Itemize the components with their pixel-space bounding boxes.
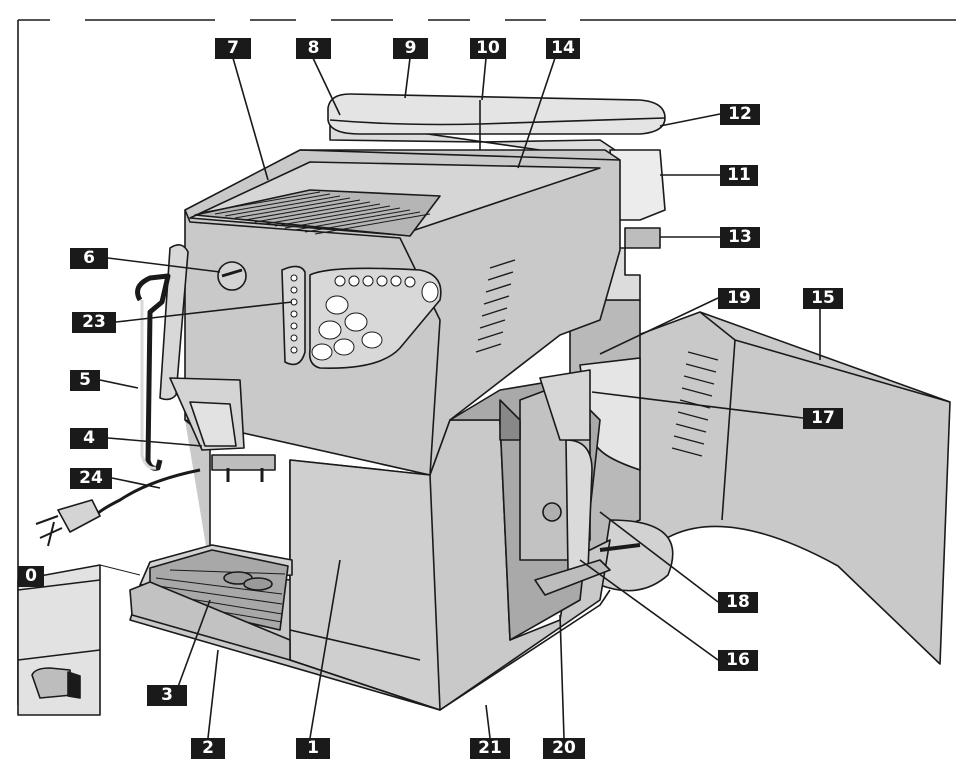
- coffee-spout: [211, 454, 276, 471]
- switch-inset-seam: [17, 649, 101, 661]
- spout-slider: [189, 401, 237, 447]
- tank-base: [599, 519, 674, 592]
- steam-knob: [217, 261, 247, 291]
- coffee-chute: [539, 369, 591, 441]
- plug-pins: [35, 515, 63, 547]
- callout-label-6: 6: [70, 248, 108, 269]
- callout-label-11: 11: [720, 165, 758, 186]
- spout-nozzles: [226, 468, 264, 482]
- led-indicators: [290, 274, 298, 354]
- callout-label-7: 7: [215, 38, 251, 59]
- steam-knob-indicator: [221, 268, 243, 278]
- callout-label-0: 0: [18, 566, 44, 587]
- housing-front-edge: [184, 209, 441, 476]
- cup-warmer-grid: [194, 189, 441, 237]
- callout-label-12: 12: [720, 104, 760, 125]
- callout-label-8: 8: [296, 38, 331, 59]
- callout-label-13: 13: [720, 227, 760, 248]
- drip-tray-front: [129, 581, 291, 661]
- callout-label-3: 3: [147, 685, 187, 706]
- callout-label-19: 19: [718, 288, 760, 309]
- main-switch: [31, 667, 73, 699]
- steam-nozzle-highlight: [140, 300, 157, 470]
- callout-label-14: 14: [546, 38, 580, 59]
- switch-inset-edge: [17, 579, 101, 591]
- side-door-fold: [721, 339, 736, 521]
- callout-label-24: 24: [70, 468, 112, 489]
- callout-label-15: 15: [803, 288, 843, 309]
- callout-label-17: 17: [803, 408, 843, 429]
- lid-seam: [329, 117, 666, 126]
- inner-latch: [499, 399, 521, 441]
- drawer-rail: [599, 543, 641, 552]
- housing-vents: [475, 259, 516, 353]
- bean-container-lid: [327, 93, 666, 135]
- grinder-adjust: [624, 227, 661, 249]
- side-door: [591, 311, 951, 665]
- callout-label-1: 1: [296, 738, 330, 759]
- callout-label-4: 4: [70, 428, 108, 449]
- callout-label-16: 16: [718, 650, 758, 671]
- callout-label-5: 5: [70, 370, 100, 391]
- callout-label-21: 21: [470, 738, 510, 759]
- steam-tube-guide: [159, 244, 189, 401]
- drip-hole-right: [243, 577, 273, 591]
- callout-label-20: 20: [543, 738, 585, 759]
- brewing-unit-pin: [542, 502, 562, 522]
- power-plug: [57, 499, 101, 533]
- switch-callout-line: [99, 564, 141, 576]
- cup-warmer-ribs: [204, 191, 431, 235]
- callout-lines: [99, 57, 821, 739]
- callout-label-18: 18: [718, 592, 758, 613]
- callout-label-10: 10: [470, 38, 506, 59]
- housing-top-rim: [299, 149, 621, 161]
- front-door-seam: [289, 629, 421, 661]
- power-cable: [93, 468, 201, 518]
- callout-label-9: 9: [393, 38, 428, 59]
- brewing-unit-handle: [565, 439, 593, 571]
- panel-buttons: [311, 275, 439, 361]
- base-edge: [289, 589, 611, 711]
- main-switch-rocker: [67, 671, 81, 699]
- callout-label-23: 23: [72, 312, 116, 333]
- callout-label-2: 2: [191, 738, 225, 759]
